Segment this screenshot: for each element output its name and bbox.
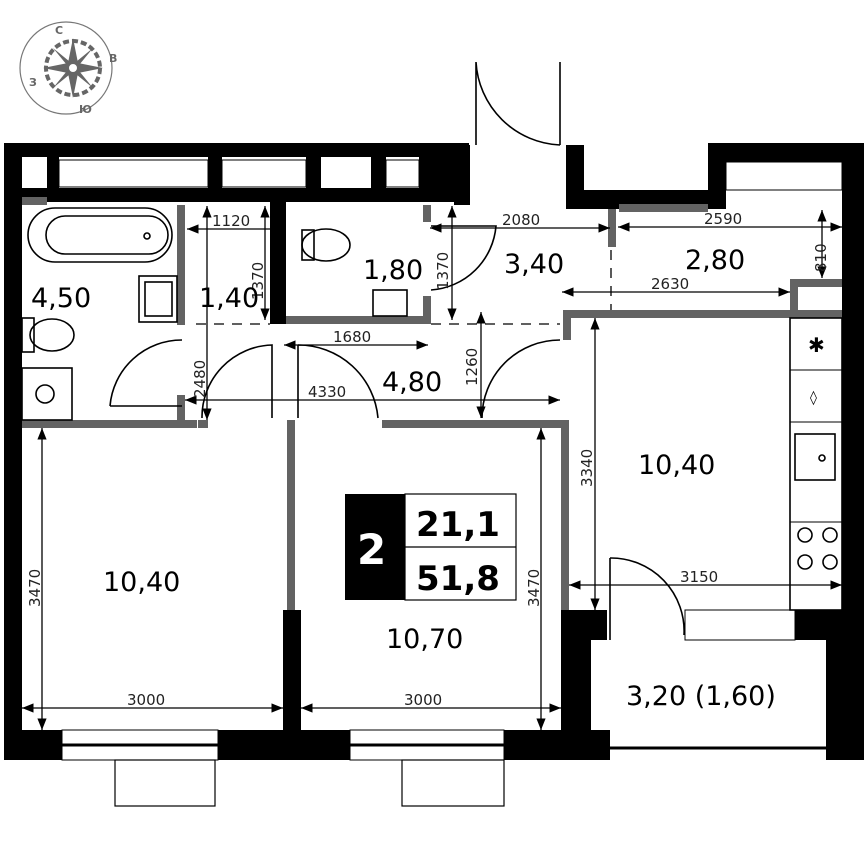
room-closet-area: 1,40	[199, 283, 259, 314]
kitchen-counter	[789, 317, 843, 611]
dim-kitchen-width: 3150	[680, 568, 718, 586]
dim-hall-width: 1680	[333, 328, 371, 346]
sink-icon	[138, 275, 178, 323]
partition-walls	[22, 197, 842, 610]
dim-hall-height: 2480	[191, 360, 209, 398]
dim-storage-height: 810	[812, 243, 830, 272]
compass-south-label: Ю	[79, 103, 92, 116]
stove-icon	[797, 527, 813, 543]
fridge-icon: ✱	[808, 333, 825, 357]
exterior-walls	[4, 143, 864, 760]
room-hall-area: 4,80	[382, 367, 442, 398]
room-entrance-area: 3,40	[504, 249, 564, 280]
water-icon: ◊	[810, 390, 817, 406]
windows	[58, 159, 843, 807]
dim-living-height: 3470	[525, 569, 543, 607]
room-count: 2	[357, 525, 386, 574]
dim-living-width: 3000	[404, 691, 442, 709]
dim-entrance-width: 2080	[502, 211, 540, 229]
dimension-lines	[22, 206, 842, 730]
dim-hall-height-2: 1260	[463, 348, 481, 386]
living-area-value: 21,1	[416, 505, 500, 545]
dim-storage-width-2: 2630	[651, 275, 689, 293]
dim-bedroom-height: 3470	[26, 569, 44, 607]
dim-hall-width-2: 4330	[308, 383, 346, 401]
room-kitchen-area: 10,40	[638, 450, 715, 481]
bathtub-icon	[27, 207, 173, 263]
room-balcony-area: 3,20 (1,60)	[626, 681, 776, 712]
dim-closet-width: 1120	[212, 212, 250, 230]
fixtures: ✱ ◊	[21, 207, 843, 611]
dim-closet-height: 1370	[249, 262, 267, 300]
room-living-area: 10,70	[386, 624, 463, 655]
compass-east-label: В	[109, 52, 117, 65]
dim-toilet-height: 1370	[434, 252, 452, 290]
washing-machine-icon	[21, 367, 73, 421]
compass-north-label: С	[55, 24, 63, 37]
room-bathroom-area: 4,50	[31, 283, 91, 314]
room-toilet-area: 1,80	[363, 255, 423, 286]
room-storage-area: 2,80	[685, 245, 745, 276]
total-area-value: 51,8	[416, 559, 500, 599]
toilet-icon	[301, 228, 351, 262]
kitchen-sink-icon	[794, 433, 836, 481]
compass-west-label: З	[29, 76, 37, 89]
toilet-icon	[29, 318, 75, 352]
dim-bedroom-width: 3000	[127, 691, 165, 709]
sink-icon	[372, 289, 408, 317]
compass-rose-icon: С В Ю З	[19, 21, 117, 116]
dim-kitchen-height: 3340	[578, 449, 596, 487]
dim-storage-width: 2590	[704, 210, 742, 228]
room-bedroom-area: 10,40	[103, 567, 180, 598]
apartment-summary-badge: 2 21,1 51,8	[345, 493, 517, 601]
